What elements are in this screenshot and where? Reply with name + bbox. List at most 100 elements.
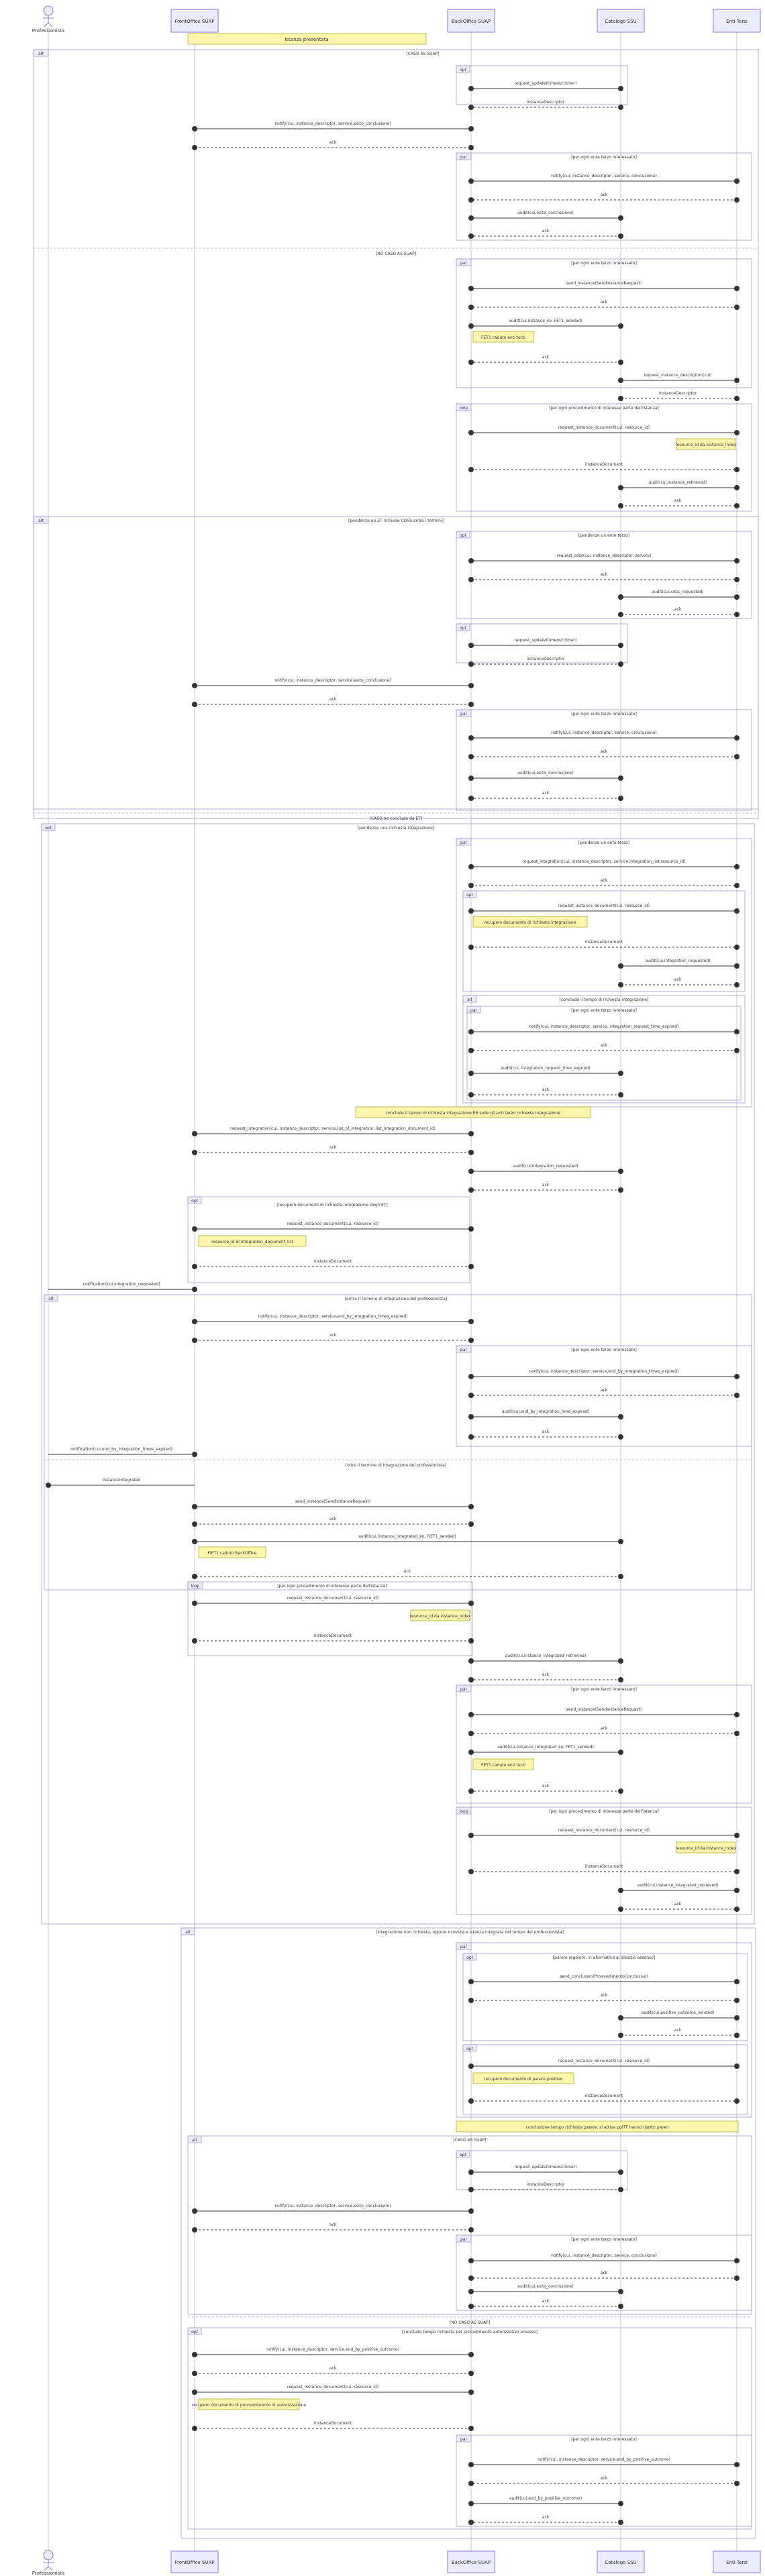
svg-text:recupero documento di provvedi: recupero documento di provvedimento di a… — [192, 2403, 306, 2408]
svg-text:send_instance(SendInstanceRequ: send_instance(SendInstanceRequest) — [566, 1707, 642, 1712]
fragment-opt — [41, 823, 755, 1925]
svg-text:ack: ack — [404, 1569, 411, 1574]
fragment-par — [466, 1006, 742, 1101]
actor-label: FrontOffice SUAP — [175, 2560, 215, 2565]
svg-text:FET1 caduto enti terzi: FET1 caduto enti terzi — [481, 335, 525, 340]
svg-text:instanceDocument: instanceDocument — [585, 2094, 623, 2098]
note — [676, 1841, 736, 1854]
svg-text:opt: opt — [460, 68, 466, 72]
svg-text:notify(cui, instance_descripto: notify(cui, instance_descriptor, service… — [551, 731, 657, 735]
actor-professionista-bottom: Professionista — [32, 2550, 64, 2576]
fragment-alt — [44, 1294, 752, 1591]
svg-text:opt: opt — [466, 1955, 473, 1960]
actor-label: FrontOffice SUAP — [175, 19, 215, 24]
fragment-condition: [per ogni procedimento di interesse part… — [277, 1584, 387, 1589]
fragment-condition: [NO CASO AS SUAP] — [450, 2320, 490, 2325]
svg-text:audit(cui,instance_integrated_: audit(cui,instance_integrated_ko, FIET1_… — [358, 1534, 456, 1539]
fragment-alt — [462, 995, 746, 1104]
svg-text:send_conclusion(ProvvedimentoC: send_conclusion(ProvvedimentoConclusivo) — [560, 1974, 648, 1979]
svg-text:request_instance_description(c: request_instance_description(cui) — [644, 373, 711, 378]
svg-text:request_update(timeout,timer): request_update(timeout,timer) — [515, 2165, 577, 2169]
svg-text:send_instance(SendInstanceRequ: send_instance(SendInstanceRequest) — [295, 1499, 371, 1504]
svg-text:ack: ack — [329, 1333, 337, 1338]
fragment-par — [456, 258, 752, 388]
svg-text:loop: loop — [460, 1809, 468, 1814]
svg-text:instanceDescriptor: instanceDescriptor — [527, 657, 565, 661]
svg-text:opt: opt — [466, 893, 473, 898]
svg-text:par: par — [460, 841, 467, 845]
note — [472, 2072, 574, 2084]
svg-text:audit(cui,positive_outcome_sen: audit(cui,positive_outcome_sended) — [642, 2010, 714, 2015]
fragment-par — [456, 838, 752, 1108]
fragment-condition: [per ogni ente terzo interessato] — [571, 155, 637, 160]
fragment-condition: [NO CASO AS SUAP] — [376, 252, 416, 256]
svg-text:ack: ack — [674, 977, 682, 982]
actor-label: Professionista — [32, 2571, 64, 2576]
fragment-alt — [33, 516, 759, 819]
svg-text:ack: ack — [601, 193, 608, 197]
fragment-opt — [187, 1196, 470, 1283]
svg-text:request_update(timeout,timer): request_update(timeout,timer) — [515, 81, 577, 86]
svg-text:resource_id da instance_index: resource_id da instance_index — [676, 443, 737, 447]
svg-text:ack: ack — [542, 1784, 550, 1788]
fragment-condition: [per ogni ente terzo interessato] — [571, 1348, 637, 1352]
svg-text:audit(cui,esito_conclusione): audit(cui,esito_conclusione) — [517, 2284, 574, 2289]
actor-label: BackOffice SUAP — [452, 19, 491, 24]
svg-text:audit(cui,integration_requeste: audit(cui,integration_requested) — [513, 1164, 578, 1169]
svg-text:loop: loop — [460, 406, 468, 411]
svg-text:ack: ack — [601, 1043, 608, 1048]
svg-text:audit(cui,end_by_integration_t: audit(cui,end_by_integration_time_expire… — [502, 1409, 589, 1414]
svg-text:audit(cui,end_by_positive_outc: audit(cui,end_by_positive_outcome) — [509, 2496, 582, 2501]
actor-enti-terzi-top: Enti Terzi — [713, 9, 761, 33]
fragment-opt — [456, 65, 628, 105]
note — [410, 1609, 470, 1621]
note — [472, 1758, 534, 1770]
svg-text:send_instance(SendInstanceRequ: send_instance(SendInstanceRequest) — [566, 281, 642, 286]
svg-text:loop: loop — [191, 1584, 200, 1589]
svg-text:par: par — [460, 1945, 467, 1949]
svg-text:ack: ack — [329, 2222, 337, 2227]
note — [456, 2121, 739, 2133]
fragment-alt — [187, 2135, 752, 2315]
svg-text:audit(cui,cdss_requested): audit(cui,cdss_requested) — [652, 590, 703, 594]
svg-text:ack: ack — [674, 607, 682, 612]
svg-text:par: par — [460, 2437, 467, 2442]
actor-label: Professionista — [32, 28, 64, 34]
svg-text:audit(cui,esito_conclusione): audit(cui,esito_conclusione) — [517, 211, 574, 215]
svg-text:ack: ack — [601, 878, 608, 883]
svg-text:opt: opt — [460, 533, 466, 538]
svg-text:ack: ack — [542, 1430, 550, 1434]
svg-text:notify(cui, instance_descripto: notify(cui, instance_descriptor, service… — [529, 1369, 678, 1374]
fragment-opt — [462, 890, 746, 992]
note-istanza-presentata: Istanza presentata — [187, 33, 427, 45]
svg-text:request_instance_document(cui,: request_instance_document(cui, resource_… — [558, 425, 650, 430]
svg-text:opt: opt — [460, 2153, 466, 2157]
svg-text:instanceDocument: instanceDocument — [314, 1259, 352, 1264]
svg-text:instanceDocument: instanceDocument — [314, 1633, 352, 1638]
fragment-condition: [conclude tempo richiesta per procedimen… — [402, 2330, 538, 2334]
svg-text:ack: ack — [601, 2271, 608, 2275]
note — [676, 438, 736, 450]
svg-text:opt: opt — [45, 826, 52, 830]
svg-text:notification(cui,integration_r: notification(cui,integration_requested) — [83, 1282, 160, 1287]
svg-text:par: par — [460, 261, 467, 266]
fragment-condition: [per ogni ente terzo interessato] — [571, 2437, 637, 2442]
svg-text:ack: ack — [542, 229, 550, 233]
svg-text:instanceDescriptor: instanceDescriptor — [659, 391, 697, 396]
svg-text:Istanza presentata: Istanza presentata — [285, 37, 328, 42]
fragment-condition: [recupero documenti di richiesta integra… — [276, 1203, 387, 1208]
fragment-condition: [per ogni ente terzo interessato] — [571, 2237, 637, 2242]
svg-text:FET1 caduto enti terzi: FET1 caduto enti terzi — [481, 1763, 525, 1768]
svg-text:ack: ack — [601, 2476, 608, 2481]
fragment-condition: [conclude il tempo di richiesta integraz… — [560, 998, 649, 1002]
svg-text:opt: opt — [191, 2330, 198, 2334]
svg-text:notification(cui,end_by_integr: notification(cui,end_by_integration_time… — [70, 1447, 172, 1452]
svg-text:par: par — [470, 1008, 477, 1013]
fragment-par — [456, 1684, 752, 1804]
fragment-condition: [pendenze una richiesta integrazione] — [358, 826, 434, 830]
svg-text:ack: ack — [674, 1902, 682, 1907]
fragment-alt-main — [33, 49, 759, 810]
svg-text:recupero documento di parere p: recupero documento di parere positivo — [484, 2077, 563, 2082]
note — [198, 1235, 307, 1247]
actor-label: Enti Terzi — [726, 2560, 748, 2565]
